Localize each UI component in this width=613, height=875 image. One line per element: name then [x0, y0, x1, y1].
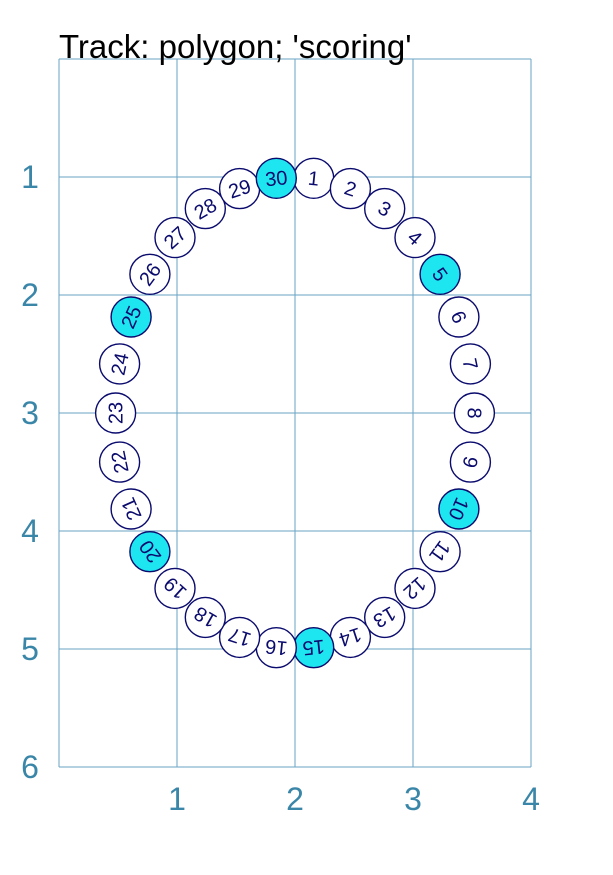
track-space: 21	[110, 488, 152, 530]
track-space: 23	[94, 392, 137, 434]
space-circle	[184, 596, 227, 639]
y-axis-tick-label: 1	[21, 159, 39, 195]
track-space: 8	[453, 392, 496, 434]
space-circle	[364, 596, 406, 639]
space-circle	[329, 167, 372, 210]
track-space: 2	[329, 167, 372, 210]
track-space: 10	[438, 488, 480, 530]
track-space: 29	[218, 167, 261, 210]
y-axis-tick-label: 5	[21, 631, 39, 667]
space-circle	[218, 616, 261, 659]
track-space: 17	[218, 616, 261, 659]
track-space: 9	[449, 441, 492, 483]
space-circle	[98, 441, 141, 483]
space-circle	[438, 296, 480, 338]
space-circle	[154, 216, 196, 259]
space-number: 24	[108, 351, 134, 377]
track-space: 14	[329, 616, 372, 659]
space-circle	[394, 567, 436, 610]
track-space: 16	[255, 627, 297, 669]
space-circle	[419, 531, 461, 573]
track-space: 1	[293, 157, 335, 200]
space-number: 9	[458, 454, 482, 469]
space-circle	[449, 343, 492, 385]
diagram-title: Track: polygon; 'scoring'	[59, 28, 412, 65]
track-space: 22	[98, 441, 141, 483]
track-space: 27	[154, 216, 196, 259]
space-circle	[394, 216, 436, 259]
space-circle	[94, 392, 137, 434]
track-space: 28	[184, 187, 227, 230]
scoring-space-circle	[110, 296, 152, 338]
track-space: 19	[154, 567, 196, 610]
space-circle	[364, 187, 406, 230]
track-space: 12	[394, 567, 436, 610]
y-axis-tick-label: 3	[21, 395, 39, 431]
x-axis-tick-label: 1	[168, 781, 186, 817]
space-circle	[129, 253, 171, 295]
space-number: 15	[301, 635, 325, 659]
track-space: 26	[129, 253, 171, 295]
space-circle	[453, 392, 496, 434]
space-circle	[184, 187, 227, 230]
x-axis-tick-label: 3	[404, 781, 422, 817]
space-circle	[154, 567, 196, 610]
scoring-space-circle	[438, 488, 480, 530]
x-axis-tick-label: 4	[522, 781, 540, 817]
x-axis-tick-label: 2	[286, 781, 304, 817]
scoring-space-circle	[255, 157, 297, 200]
track-space: 7	[449, 343, 492, 385]
space-number: 8	[462, 407, 484, 418]
track-space: 15	[293, 627, 335, 669]
track-space: 30	[255, 157, 297, 200]
y-axis-tick-label: 2	[21, 277, 39, 313]
space-number: 22	[108, 449, 134, 475]
track-space: 4	[394, 216, 436, 259]
scoring-space-circle	[419, 253, 461, 295]
track-space: 5	[419, 253, 461, 295]
space-number: 30	[264, 167, 288, 191]
track-space: 24	[98, 343, 141, 385]
y-axis-tick-label: 6	[21, 749, 39, 785]
scoring-space-circle	[129, 531, 171, 573]
track-space: 3	[364, 187, 406, 230]
track-space: 6	[438, 296, 480, 338]
space-circle	[110, 488, 152, 530]
space-number: 23	[106, 402, 128, 424]
space-circle	[98, 343, 141, 385]
space-circle	[449, 441, 492, 483]
track-space: 20	[129, 531, 171, 573]
space-number: 7	[458, 356, 482, 371]
space-number: 16	[264, 635, 288, 659]
track-space: 11	[419, 531, 461, 573]
track-space: 13	[364, 596, 406, 639]
track-space: 18	[184, 596, 227, 639]
y-axis-tick-label: 4	[21, 513, 39, 549]
track-space: 25	[110, 296, 152, 338]
space-number: 1	[307, 168, 320, 191]
